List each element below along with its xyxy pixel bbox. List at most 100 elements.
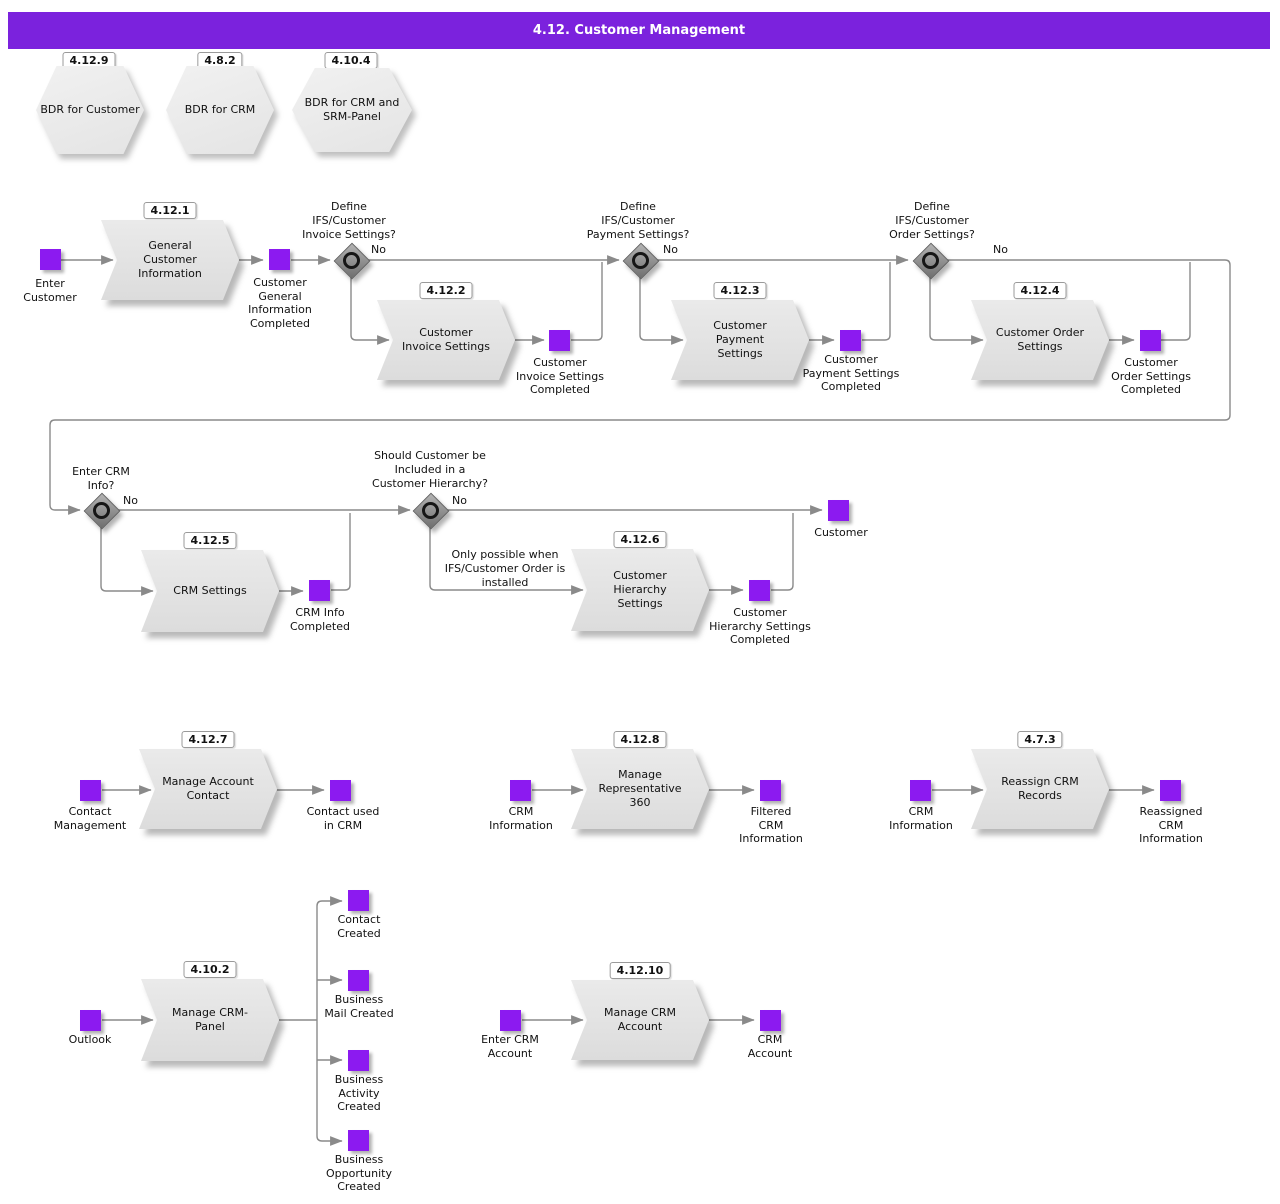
event-enter-crm-account [500, 1010, 521, 1031]
gateway-circle-icon [421, 501, 439, 519]
process-customer-hierarchy-settings[interactable]: Customer Hierarchy Settings [571, 549, 709, 631]
process-manage-account-contact[interactable]: Manage Account Contact [139, 749, 277, 829]
event-label: Customer Hierarchy Settings Completed [709, 606, 811, 646]
event-enter-customer [40, 249, 61, 270]
event-filtered-crm-information [760, 780, 781, 801]
event-label: Business Opportunity Created [325, 1153, 393, 1193]
event-crm-information [910, 780, 931, 801]
no-branch-label: No [123, 494, 138, 507]
process-label: Manage CRM- Panel [141, 979, 279, 1061]
process-label: Manage CRM Account [571, 980, 709, 1060]
process-badge[interactable]: 4.12.2 [419, 282, 473, 299]
process-label: General Customer Information [101, 220, 239, 300]
process-badge[interactable]: 4.12.10 [609, 962, 671, 979]
event-label: Contact Management [53, 805, 127, 832]
process-customer-order-settings[interactable]: Customer Order Settings [971, 300, 1109, 380]
event-label: CRM Information [489, 805, 553, 832]
gateway-invoice-settings [333, 242, 371, 280]
gateway-question: Enter CRM Info? [72, 465, 130, 492]
process-badge[interactable]: 4.7.3 [1017, 731, 1063, 748]
process-customer-invoice-settings[interactable]: Customer Invoice Settings [377, 300, 515, 380]
event-label: Business Mail Created [324, 993, 394, 1020]
gateway-enter-crm-info [83, 492, 121, 530]
event-customer-general-information-completed [269, 249, 290, 270]
event-business-opportunity-created [348, 1130, 369, 1151]
gateway-order-settings [912, 242, 950, 280]
event-label: Customer Payment Settings Completed [802, 353, 900, 393]
process-crm-settings[interactable]: CRM Settings [141, 550, 279, 632]
gateway-circle-icon [342, 251, 360, 269]
hexagon-badge[interactable]: 4.8.2 [197, 52, 243, 69]
process-label: Manage Representative 360 [571, 749, 709, 829]
process-manage-crm-account[interactable]: Manage CRM Account [571, 980, 709, 1060]
event-label: Filtered CRM Information [739, 805, 803, 845]
event-label: Customer Invoice Settings Completed [516, 356, 604, 396]
event-label: CRM Account [747, 1033, 793, 1060]
hexagon-label: BDR for CRM and SRM-Panel [292, 68, 412, 152]
event-customer-payment-settings-completed [840, 330, 861, 351]
event-contact-created [348, 890, 369, 911]
no-branch-label: No [993, 243, 1008, 256]
event-label: CRM Info Completed [290, 606, 350, 633]
process-reassign-crm-records[interactable]: Reassign CRM Records [971, 749, 1109, 829]
gateway-question: Define IFS/Customer Order Settings? [889, 200, 975, 241]
hexagon-bdr-for-crm-srm-panel[interactable]: BDR for CRM and SRM-Panel [292, 68, 412, 152]
process-badge[interactable]: 4.12.3 [713, 282, 767, 299]
gateway-circle-icon [631, 251, 649, 269]
event-label: Customer General Information Completed [248, 276, 312, 330]
hexagon-bdr-for-customer[interactable]: BDR for Customer [36, 66, 144, 154]
event-label: Business Activity Created [334, 1073, 384, 1113]
process-manage-crm-panel[interactable]: Manage CRM- Panel [141, 979, 279, 1061]
event-crm-account [760, 1010, 781, 1031]
event-customer [828, 500, 849, 521]
process-manage-representative-360[interactable]: Manage Representative 360 [571, 749, 709, 829]
event-crm-info-completed [309, 580, 330, 601]
event-label: Reassigned CRM Information [1139, 805, 1203, 845]
process-badge[interactable]: 4.12.8 [613, 731, 667, 748]
gateway-payment-settings [622, 242, 660, 280]
event-label: Contact used in CRM [306, 805, 380, 832]
process-general-customer-information[interactable]: General Customer Information [101, 220, 239, 300]
event-label: Customer Order Settings Completed [1111, 356, 1191, 396]
hexagon-label: BDR for CRM [166, 66, 274, 154]
process-label: Customer Payment Settings [671, 300, 809, 380]
gateway-circle-icon [92, 501, 110, 519]
event-contact-management [80, 780, 101, 801]
event-outlook [80, 1010, 101, 1031]
gateway-question: Define IFS/Customer Invoice Settings? [302, 200, 396, 241]
process-label: Reassign CRM Records [971, 749, 1109, 829]
event-label: Customer [814, 526, 868, 539]
hexagon-badge[interactable]: 4.10.4 [324, 52, 378, 69]
process-badge[interactable]: 4.12.7 [181, 731, 235, 748]
process-customer-payment-settings[interactable]: Customer Payment Settings [671, 300, 809, 380]
event-reassigned-crm-information [1160, 780, 1181, 801]
no-branch-label: No [371, 243, 386, 256]
process-badge[interactable]: 4.12.1 [143, 202, 197, 219]
gateway-question: Define IFS/Customer Payment Settings? [586, 200, 690, 241]
no-branch-label: No [452, 494, 467, 507]
page-title: 4.12. Customer Management [8, 12, 1270, 49]
process-badge[interactable]: 4.12.5 [183, 532, 237, 549]
annotation-only-possible-note: Only possible when IFS/Customer Order is… [444, 548, 566, 589]
event-business-mail-created [348, 970, 369, 991]
no-branch-label: No [663, 243, 678, 256]
process-label: Customer Invoice Settings [377, 300, 515, 380]
process-label: Customer Hierarchy Settings [571, 549, 709, 631]
hexagon-label: BDR for Customer [36, 66, 144, 154]
process-label: CRM Settings [141, 550, 279, 632]
process-badge[interactable]: 4.12.6 [613, 531, 667, 548]
event-customer-hierarchy-settings-completed [749, 580, 770, 601]
hexagon-bdr-for-crm[interactable]: BDR for CRM [166, 66, 274, 154]
event-customer-order-settings-completed [1140, 330, 1161, 351]
event-crm-information [510, 780, 531, 801]
hexagon-badge[interactable]: 4.12.9 [62, 52, 116, 69]
event-label: Enter Customer [23, 277, 77, 304]
process-badge[interactable]: 4.12.4 [1013, 282, 1067, 299]
event-label: Outlook [68, 1033, 112, 1046]
process-label: Customer Order Settings [971, 300, 1109, 380]
gateway-customer-hierarchy [412, 492, 450, 530]
event-label: CRM Information [889, 805, 953, 832]
process-badge[interactable]: 4.10.2 [183, 961, 237, 978]
